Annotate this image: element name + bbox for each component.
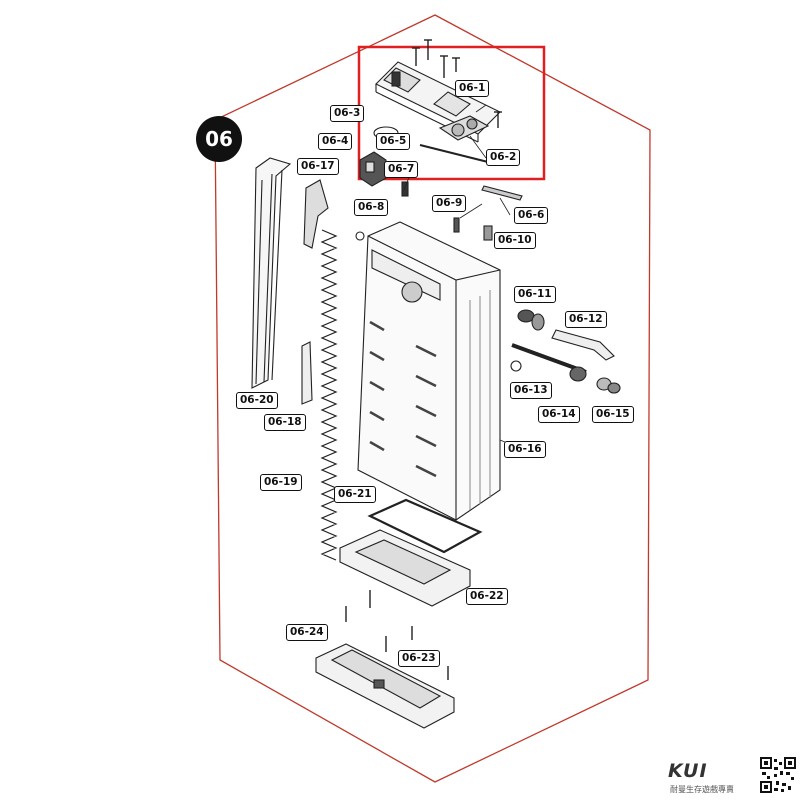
part-cover-screws xyxy=(412,39,502,128)
part-label: 06-11 xyxy=(514,286,556,303)
part-feed-mechanism xyxy=(438,115,490,141)
part-label: 06-10 xyxy=(494,232,536,249)
part-label: 06-18 xyxy=(264,414,306,431)
part-main-spring xyxy=(320,229,338,561)
brand-tagline: 耐曼生存遊戲專賣 xyxy=(670,785,734,794)
part-base-plate-22 xyxy=(339,529,471,607)
part-label: 06-9 xyxy=(432,195,467,212)
part-spring-10 xyxy=(483,225,493,241)
part-label: 06-4 xyxy=(318,133,353,150)
part-label: 06-15 xyxy=(592,406,634,423)
part-label: 06-16 xyxy=(504,441,546,458)
part-label: 06-13 xyxy=(510,382,552,399)
part-label: 06-17 xyxy=(297,158,339,175)
part-label: 06-12 xyxy=(565,311,607,328)
part-pin-9 xyxy=(453,217,460,233)
part-label: 06-3 xyxy=(330,105,365,122)
part-o-ring-13 xyxy=(510,360,522,372)
part-label: 06-7 xyxy=(384,161,419,178)
parts-drawing xyxy=(251,39,621,729)
part-valve-15 xyxy=(596,377,621,394)
part-spring-small xyxy=(355,231,365,241)
part-label: 06-23 xyxy=(398,650,440,667)
part-label: 06-6 xyxy=(514,207,549,224)
brand-logo-text: KUI xyxy=(668,760,708,782)
part-spring-14 xyxy=(569,366,587,382)
qr-code-icon xyxy=(760,757,796,793)
part-follower-17 xyxy=(303,179,329,249)
part-latch-12 xyxy=(551,329,615,361)
part-bottom-plate-24 xyxy=(315,643,455,729)
part-gasket-21 xyxy=(367,498,483,554)
section-badge: 06 xyxy=(196,116,242,162)
part-valve-11 xyxy=(517,309,545,331)
part-magazine-body xyxy=(357,221,501,521)
part-label: 06-19 xyxy=(260,474,302,491)
part-magazine-top-cover xyxy=(375,61,501,143)
part-rod-18 xyxy=(301,341,313,405)
part-screw-7 xyxy=(401,181,409,197)
part-label: 06-1 xyxy=(455,80,490,97)
part-label: 06-2 xyxy=(486,149,521,166)
part-label: 06-8 xyxy=(354,199,389,216)
part-label: 06-20 xyxy=(236,392,278,409)
part-label: 06-21 xyxy=(334,486,376,503)
part-label: 06-24 xyxy=(286,624,328,641)
part-label: 06-14 xyxy=(538,406,580,423)
part-label: 06-22 xyxy=(466,588,508,605)
part-button-block xyxy=(359,151,387,187)
part-label: 06-5 xyxy=(376,133,411,150)
part-screws-23 xyxy=(345,590,449,680)
part-follower-rail xyxy=(251,157,292,389)
brand-logo: KUI 耐曼生存遊戲專賣 xyxy=(666,760,758,796)
part-latch xyxy=(481,185,523,201)
